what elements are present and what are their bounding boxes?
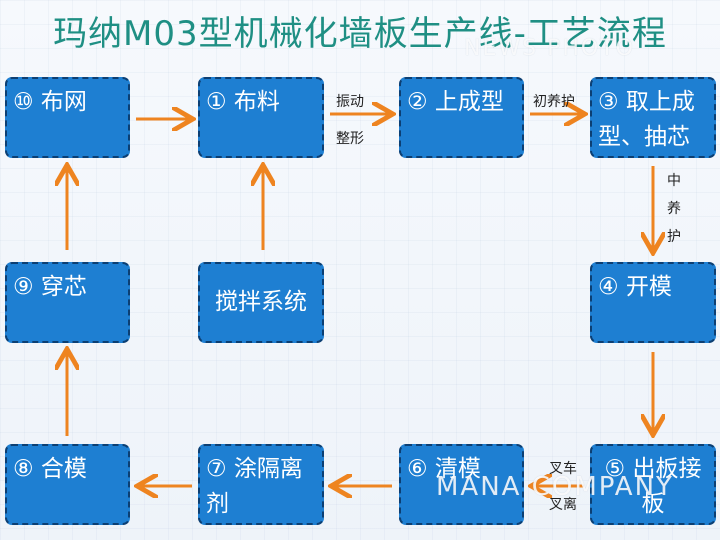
label-vibrate: 振动 [336,94,364,110]
watermark-top: NEWS PHOTO [464,36,635,61]
node-2-upper-forming: ② 上成型 [399,77,524,158]
node-8-close-mold: ⑧ 合模 [5,444,130,525]
page-title: 玛纳M03型机械化墙板生产线-工艺流程 [53,14,667,54]
node-6-clean-mold: ⑥ 清模 [399,444,524,525]
node-9-insert-core: ⑨ 穿芯 [5,262,130,343]
label-mid-cure-3: 护 [667,229,681,245]
node-1-distribute-material: ① 布料 [198,77,324,158]
watermark-bottom: MANA COMPANY [436,472,674,502]
node-5-output-receive-board: ⑤ 出板接板 [590,444,716,525]
node-7-apply-release-agent: ⑦ 涂隔离剂 [198,444,324,525]
label-forklift: 叉车 [549,461,577,477]
node-4-open-mold: ④ 开模 [590,262,716,343]
node-10-lay-mesh: ⑩ 布网 [5,77,130,158]
node-3-remove-forming-core: ③ 取上成型、抽芯 [590,77,716,158]
label-initial-curing: 初养护 [533,94,575,110]
label-mid-cure-1: 中 [667,173,681,189]
node-mixing-system: 搅拌系统 [198,262,324,343]
label-mid-cure-2: 养 [667,201,681,217]
label-shaping: 整形 [336,131,364,147]
label-fork-away: 叉离 [549,497,577,513]
